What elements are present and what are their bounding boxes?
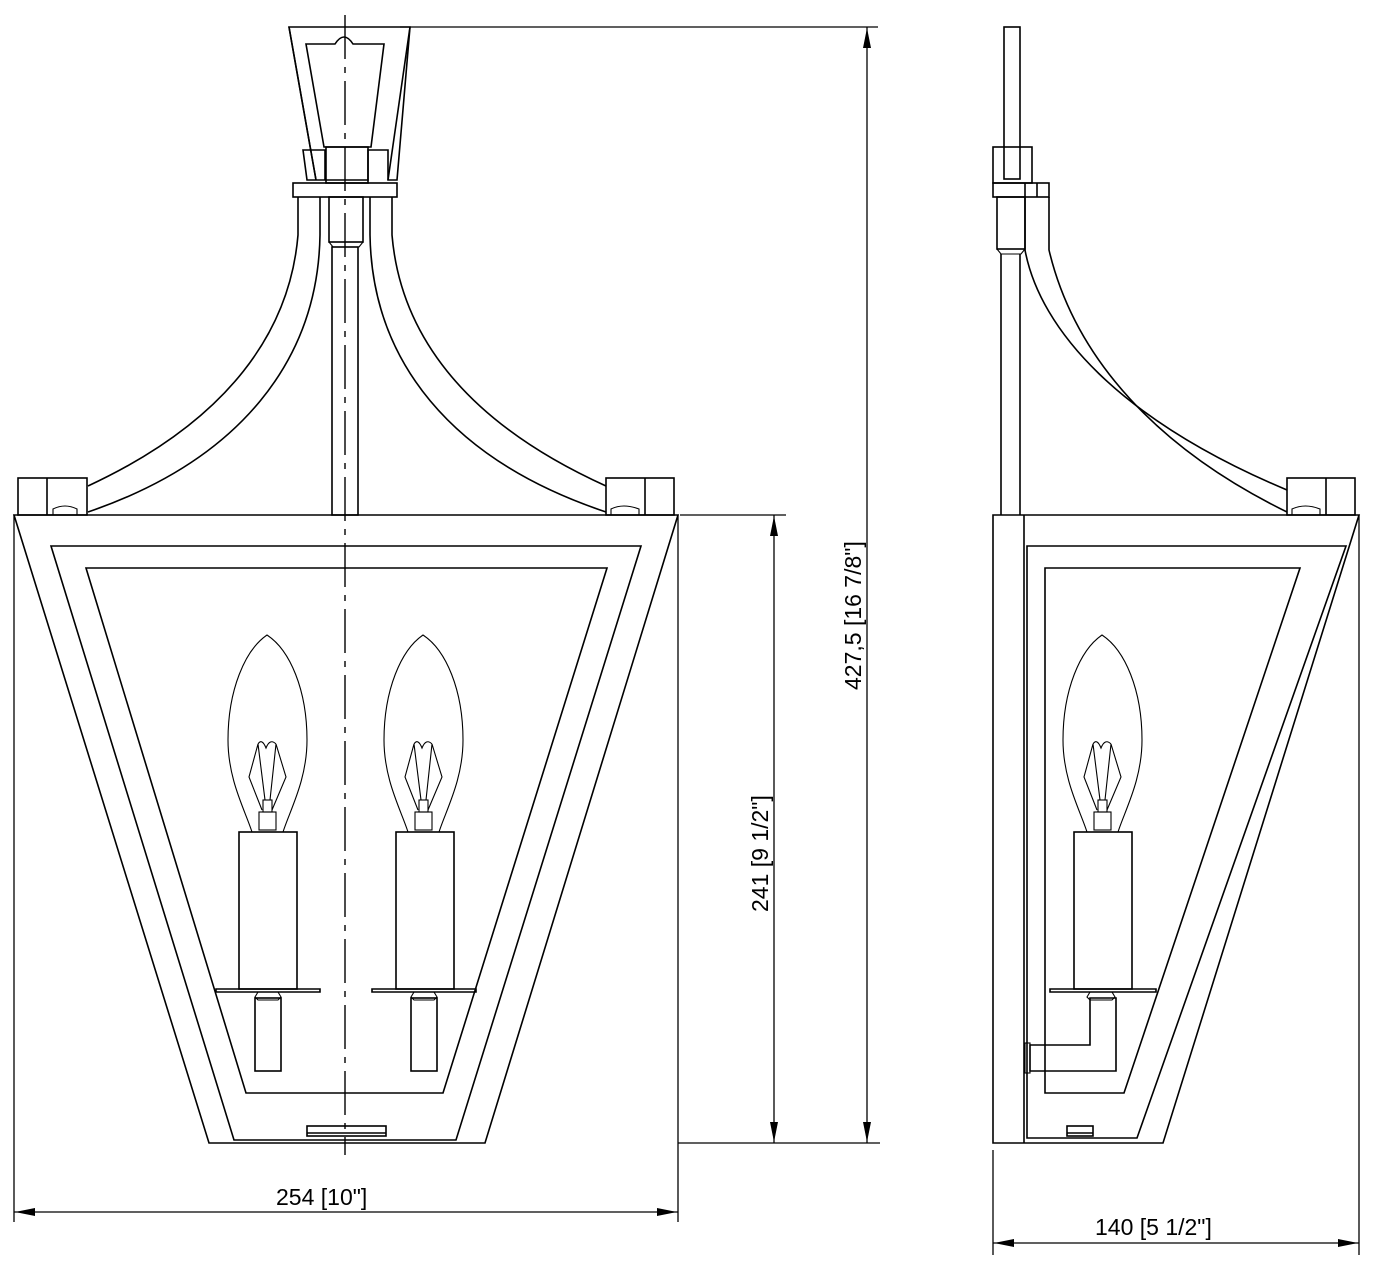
overall-height-label: 427,5 [16 7/8"] bbox=[840, 541, 866, 690]
bulb-left bbox=[227, 634, 308, 833]
dimension-width: 254 [10"] bbox=[13, 515, 679, 1222]
right-candle bbox=[371, 634, 477, 1072]
side-candle bbox=[1024, 634, 1157, 1074]
right-finial bbox=[605, 477, 675, 516]
width-label: 254 [10"] bbox=[276, 1184, 367, 1210]
depth-label: 140 [5 1/2"] bbox=[1095, 1214, 1212, 1240]
dimension-overall-height: 427,5 [16 7/8"] bbox=[400, 26, 880, 1144]
left-finial bbox=[17, 477, 88, 516]
side-frame bbox=[992, 514, 1361, 1144]
dimension-depth: 140 [5 1/2"] bbox=[992, 515, 1360, 1255]
bulb-side bbox=[1062, 634, 1143, 833]
left-candle bbox=[215, 634, 321, 1072]
top-bracket bbox=[288, 26, 411, 516]
side-finial bbox=[1286, 477, 1356, 516]
body-height-label: 241 [9 1/2"] bbox=[747, 795, 773, 912]
front-view bbox=[12, 15, 680, 1155]
bottom-cap bbox=[306, 1125, 387, 1137]
side-view bbox=[992, 26, 1361, 1144]
dimension-body-height: 241 [9 1/2"] bbox=[680, 514, 786, 1143]
lantern-frame bbox=[12, 514, 680, 1144]
bulb-right bbox=[383, 634, 464, 833]
wall-plate bbox=[1003, 26, 1021, 180]
curved-arms bbox=[87, 197, 607, 513]
